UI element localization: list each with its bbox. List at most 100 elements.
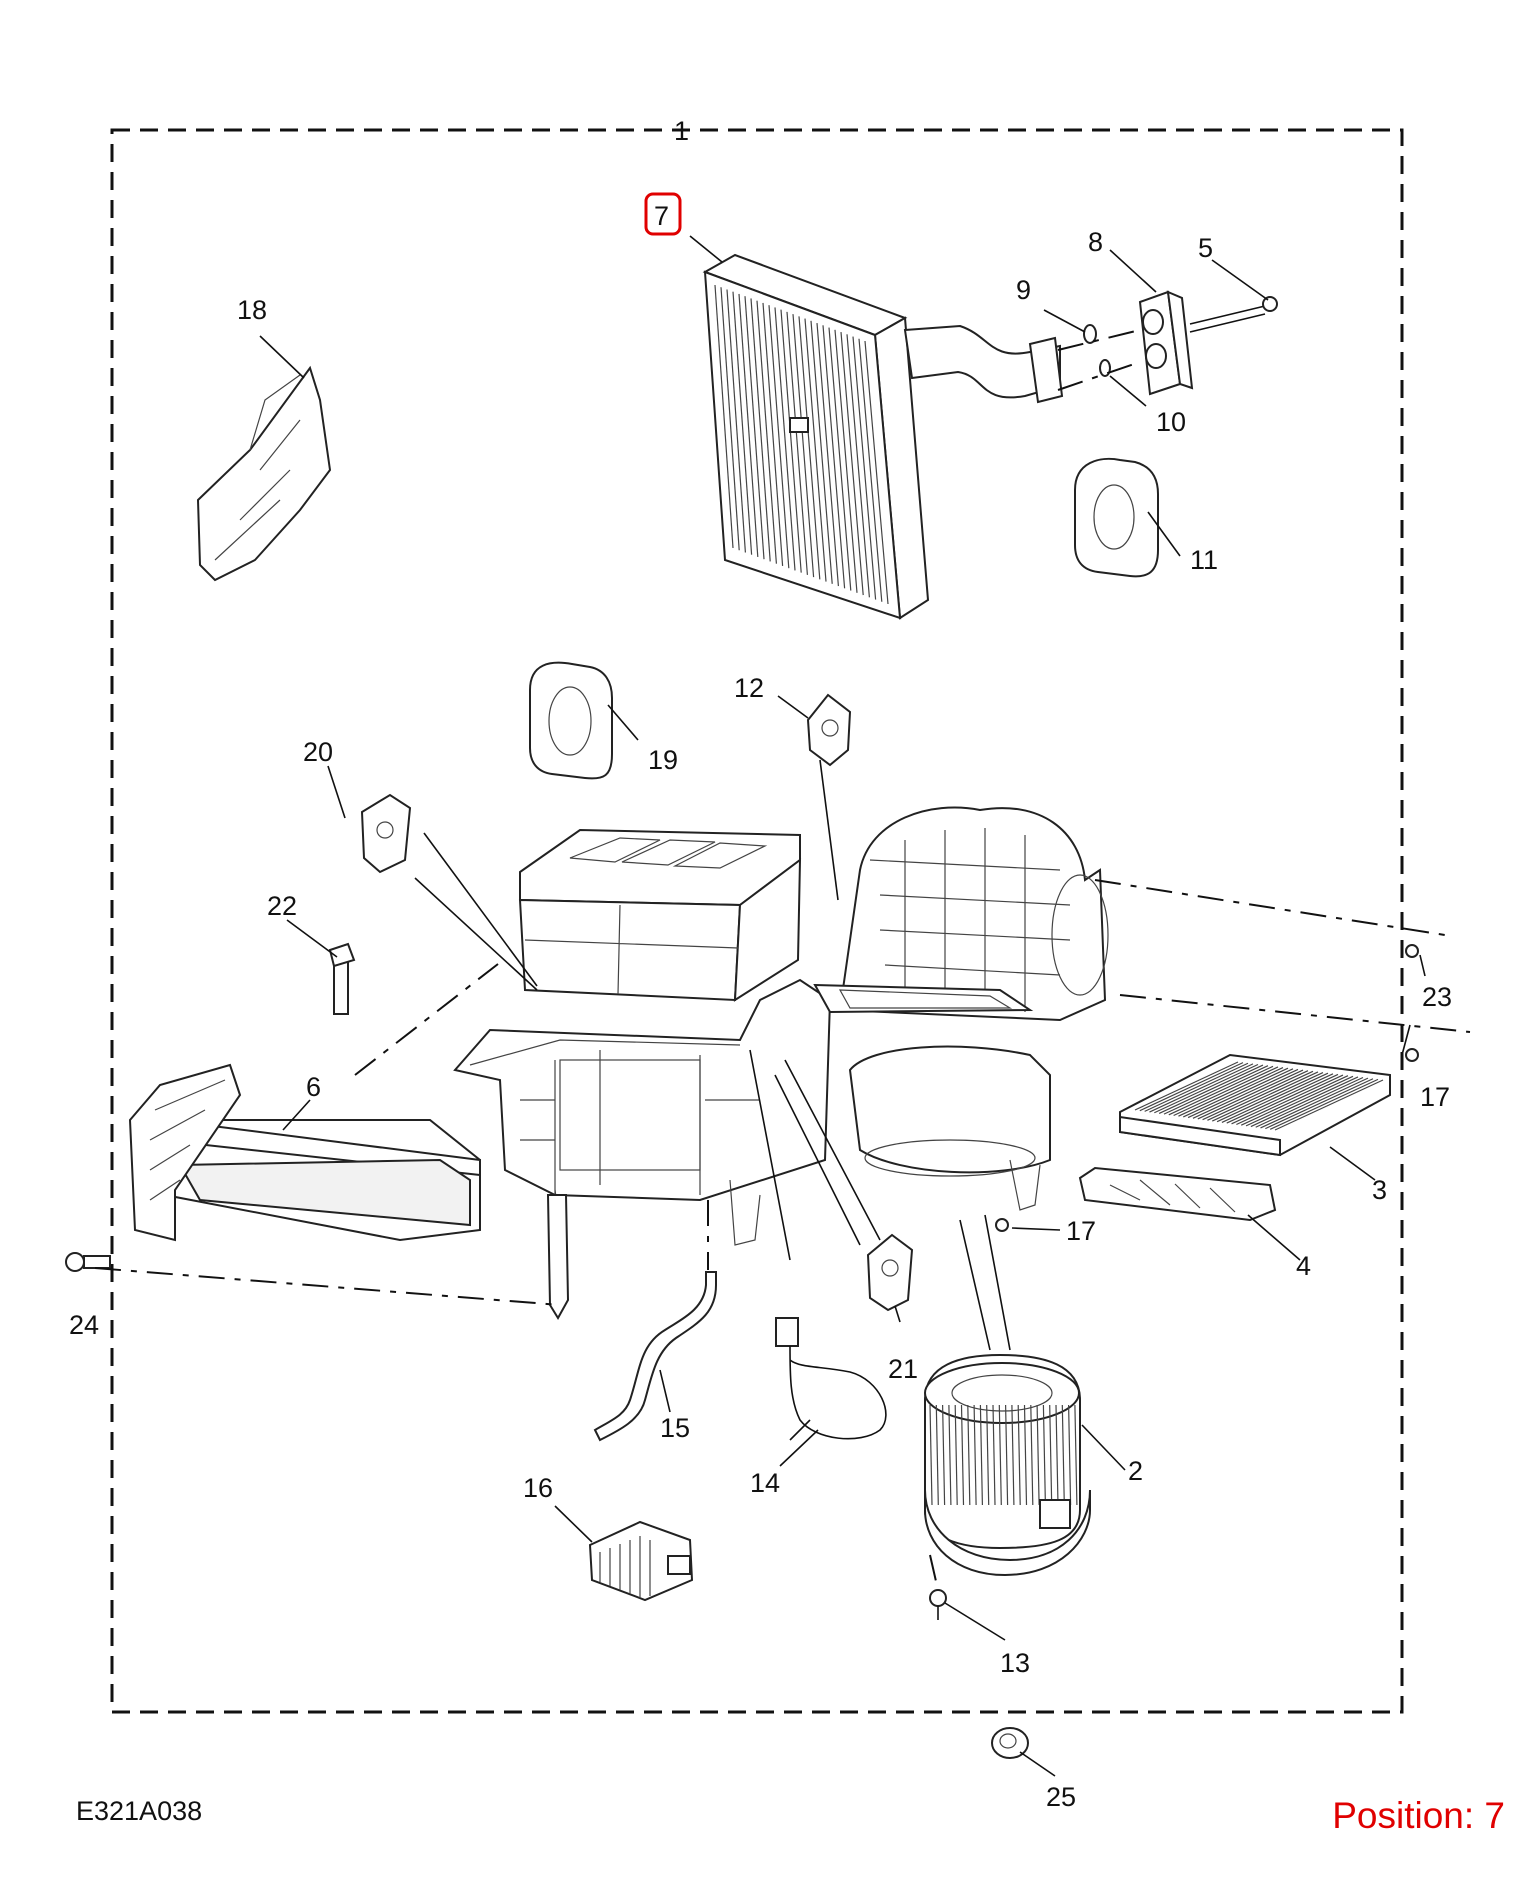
clip-17-lower[interactable] [995,1218,1009,1232]
nut-25[interactable] [991,1727,1029,1759]
callout-1: 1 [674,116,689,146]
filter-pleat [1245,1075,1354,1127]
filter-pleat [1197,1069,1304,1120]
callout-23: 23 [1422,982,1452,1012]
screw-13[interactable] [929,1589,947,1620]
callout-8: 8 [1088,227,1103,257]
evaporator-fin [864,340,889,605]
evaporator-fin [768,305,790,569]
callout-4: 4 [1296,1251,1311,1281]
clip-17-right[interactable] [1405,1048,1419,1062]
blower-motor-2[interactable] [924,1353,1091,1577]
evaporator-core-7[interactable] [702,253,1064,620]
o-ring-10[interactable] [1099,359,1111,377]
callout-24: 24 [69,1310,99,1340]
evaporator-fin [798,316,821,580]
callout-17-right: 17 [1420,1082,1450,1112]
o-ring-9[interactable] [1083,324,1097,344]
blower-blade [1011,1404,1015,1506]
filter-pleat [1149,1063,1254,1113]
blower-blade [1023,1404,1028,1506]
blower-blade [1005,1404,1009,1506]
blower-resistor-16[interactable] [588,1520,694,1602]
blower-blade [1036,1404,1040,1506]
evaporator-fin [822,325,846,589]
expansion-valve-8[interactable] [1138,290,1194,396]
callout-9: 9 [1016,275,1031,305]
filter-pleat [1216,1072,1324,1123]
evaporator-fin [780,309,802,573]
callout-12: 12 [734,673,764,703]
drain-tube-15[interactable] [593,1271,717,1442]
evaporator-fin [744,296,765,560]
evaporator-fin [792,314,815,578]
blower-blade [986,1404,990,1506]
grommet-19[interactable] [529,661,613,780]
callout-15: 15 [660,1413,690,1443]
filter-pleat [1154,1063,1259,1114]
callout-17-lower: 17 [1066,1216,1096,1246]
blower-blade [1055,1404,1059,1506]
evaporator-fin [840,331,864,596]
blower-blade [1061,1404,1065,1506]
filter-pleat [1192,1068,1299,1119]
callout-22: 22 [267,891,297,921]
hvac-housing [453,806,1109,1320]
duct-18[interactable] [196,365,332,582]
actuator-21[interactable] [866,1233,914,1312]
diagram-code: E321A038 [76,1796,202,1826]
heater-core-6[interactable] [128,1063,481,1242]
evaporator-fin [738,293,759,558]
clip-23[interactable] [1405,944,1419,958]
filter-pleat [1144,1062,1249,1112]
callout-11: 11 [1190,545,1218,575]
filter-pleat [1139,1062,1244,1112]
blower-blade [1068,1404,1072,1506]
position-indicator: Position: 7 [1332,1795,1505,1836]
filter-pleat [1178,1067,1284,1117]
callout-7: 7 [654,201,669,231]
callout-13: 13 [1000,1648,1030,1678]
evaporator-fin [714,284,734,549]
filter-pleat [1269,1078,1379,1130]
filter-pleat [1226,1073,1334,1124]
filter-pleat [1236,1074,1344,1126]
filter-pleat [1221,1072,1329,1123]
grommet-11[interactable] [1074,457,1159,578]
evaporator-fin [852,336,877,600]
blower-blade [998,1404,1002,1506]
filter-pleat [1231,1073,1339,1125]
sensor-22[interactable] [328,942,356,1015]
evaporator-fin [756,300,777,564]
filter-pleat [1134,1061,1239,1111]
filter-cover-4[interactable] [1078,1166,1277,1222]
callout-20: 20 [303,737,333,767]
filter-pleat [1207,1070,1314,1121]
filter-pleat [1260,1077,1369,1129]
actuator-20[interactable] [360,793,412,874]
blower-blade [942,1404,946,1506]
evaporator-fin [774,307,796,571]
filter-pleat [1211,1071,1319,1122]
blower-blade [948,1404,952,1506]
actuator-12[interactable] [806,693,852,767]
bolt-5[interactable] [1189,296,1278,333]
blower-blade [979,1404,983,1506]
cabin-filter-3[interactable] [1119,1053,1391,1157]
blower-blade [1017,1404,1021,1506]
callout-21: 21 [888,1354,918,1384]
filter-pleat [1187,1068,1294,1119]
callout-14: 14 [750,1468,780,1498]
blower-blade [935,1404,939,1506]
filter-pleat [1240,1075,1349,1126]
wiring-harness-14[interactable] [775,1317,887,1440]
callout-25: 25 [1046,1782,1076,1812]
evaporator-fin [732,291,753,555]
blower-blade [1074,1404,1078,1506]
blower-blade [929,1404,933,1506]
callout-10: 10 [1156,407,1186,437]
filter-pleat [1173,1066,1279,1117]
filter-pleat [1202,1070,1309,1121]
filter-pleat [1168,1065,1274,1116]
